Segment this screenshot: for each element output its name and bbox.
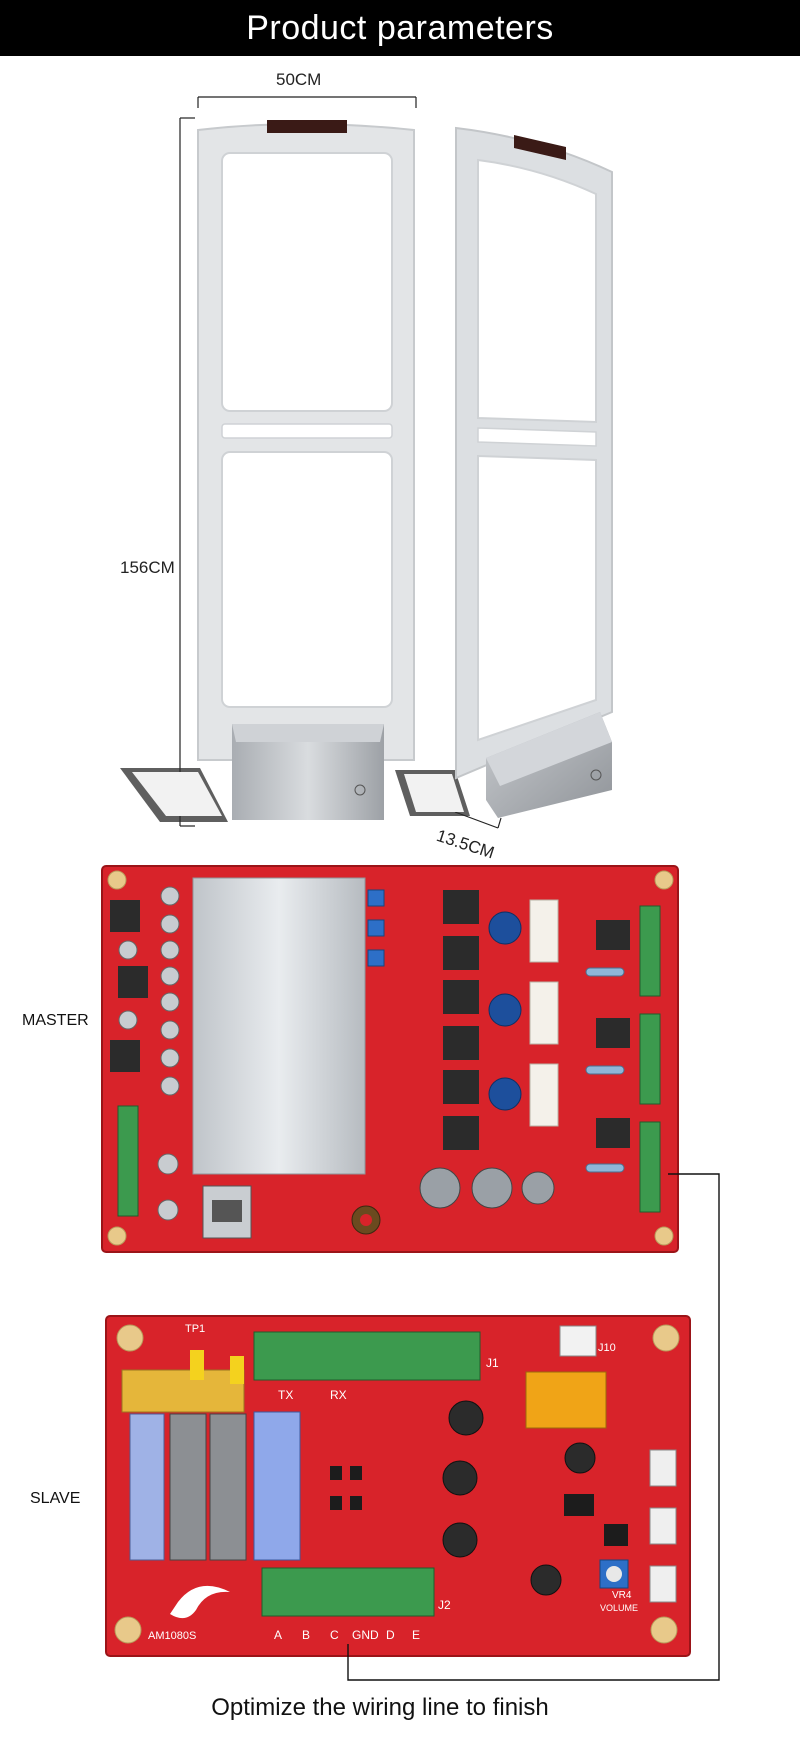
width-dimension-line: [197, 96, 417, 108]
antenna-gate-side: [395, 126, 613, 818]
slave-j1-label: J1: [486, 1356, 499, 1370]
slave-tx-label: TX: [278, 1388, 294, 1402]
slave-j2-pin-gnd: GND: [352, 1628, 379, 1642]
slave-j2-pin-a: A: [274, 1628, 283, 1642]
master-board: [101, 865, 679, 1253]
slave-j2-pin-d: D: [386, 1628, 395, 1642]
slave-board: [105, 1315, 691, 1657]
slave-j2-pin-b: B: [302, 1628, 311, 1642]
slave-label: SLAVE: [30, 1490, 81, 1507]
master-label: MASTER: [22, 1012, 89, 1029]
slave-vr4-label: VR4: [612, 1590, 632, 1601]
wiring-line: [347, 1173, 720, 1681]
width-label: 50CM: [276, 70, 322, 89]
page-title: Product parameters: [246, 8, 554, 47]
height-label: 156CM: [120, 558, 175, 577]
footer-caption: Optimize the wiring line to finish: [211, 1694, 549, 1721]
slave-j2-pin-e: E: [412, 1628, 421, 1642]
slave-rx-label: RX: [330, 1388, 347, 1402]
slave-j2-label: J2: [438, 1598, 451, 1612]
slave-volume-label: VOLUME: [600, 1603, 639, 1613]
header-banner: Product parameters: [0, 0, 800, 56]
height-dimension-line: [179, 117, 195, 827]
slave-model-label: AM1080S: [148, 1630, 197, 1642]
slave-j2-pin-c: C: [330, 1628, 339, 1642]
antenna-gate-front: [120, 120, 415, 822]
slave-tp1-label: TP1: [185, 1323, 206, 1335]
slave-j10-label: J10: [598, 1342, 616, 1354]
